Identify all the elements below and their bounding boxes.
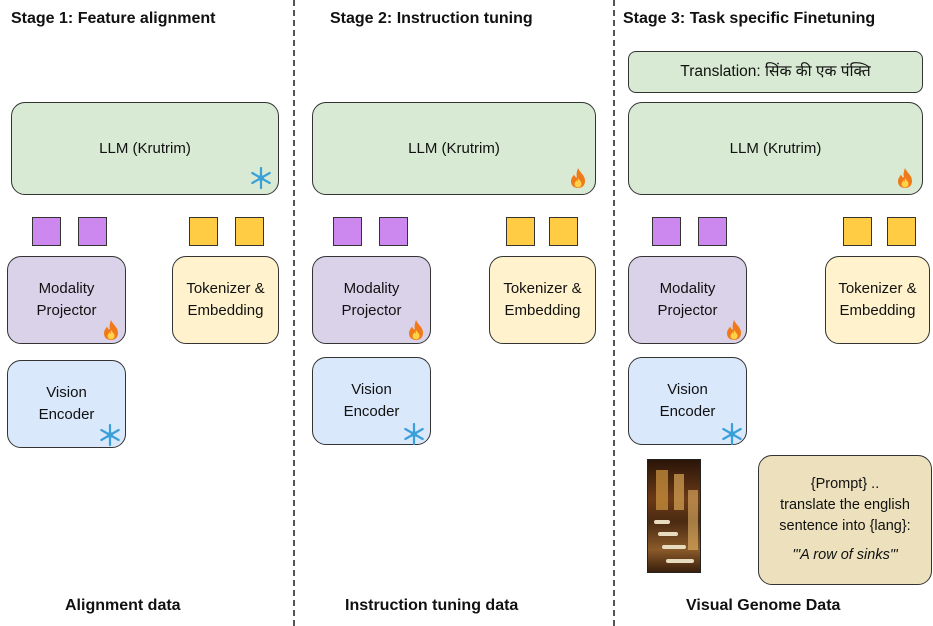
stage-2-tokenizer-box: Tokenizer & Embedding <box>489 256 596 344</box>
tokenizer-label: Tokenizer & Embedding <box>186 280 265 319</box>
translation-output: Translation: सिंक की एक पंक्ति <box>680 62 871 80</box>
stage-3-projector-box: Modality Projector <box>628 256 747 344</box>
snowflake-icon <box>722 422 742 446</box>
llm-label: LLM (Krutrim) <box>99 139 191 157</box>
text-token <box>549 217 578 246</box>
prompt-line: sentence into {lang}: <box>779 518 911 534</box>
stage-3-llm-box: LLM (Krutrim) <box>628 102 923 195</box>
text-token <box>506 217 535 246</box>
text-token <box>843 217 872 246</box>
snowflake-icon <box>100 423 120 447</box>
stage-1-tokenizer-box: Tokenizer & Embedding <box>172 256 279 344</box>
stage-3-vision-encoder-box: Vision Encoder <box>628 357 747 445</box>
prompt-caption: '"A row of sinks"' <box>792 547 898 564</box>
stage-3-tokenizer-box: Tokenizer & Embedding <box>825 256 930 344</box>
stage-3-title: Stage 3: Task specific Finetuning <box>623 10 876 27</box>
projector-label: Modality Projector <box>36 280 97 319</box>
projector-label: Modality Projector <box>657 280 718 319</box>
visual-token <box>32 217 61 246</box>
stage-3-prompt-box: {Prompt} .. translate the english senten… <box>758 455 932 585</box>
tokenizer-label: Tokenizer & Embedding <box>838 280 917 319</box>
prompt-line: translate the english <box>780 496 910 513</box>
projector-label: Modality Projector <box>341 280 402 319</box>
fire-icon <box>571 168 585 188</box>
visual-token <box>379 217 408 246</box>
stage-3-footer: Visual Genome Data <box>686 597 841 614</box>
stage-1-footer: Alignment data <box>65 597 181 614</box>
text-token <box>235 217 264 246</box>
vision-label: Vision Encoder <box>659 381 716 420</box>
fire-icon <box>409 320 423 340</box>
fire-icon <box>727 320 741 340</box>
text-token <box>887 217 916 246</box>
llm-label: LLM (Krutrim) <box>729 139 822 157</box>
fire-icon <box>898 168 912 188</box>
snowflake-icon <box>251 166 271 190</box>
fire-icon <box>104 320 118 340</box>
prompt-line: {Prompt} .. <box>810 475 880 492</box>
stage-divider-2 <box>613 0 615 626</box>
tokenizer-label: Tokenizer & Embedding <box>503 280 582 319</box>
snowflake-icon <box>404 422 424 446</box>
visual-token <box>78 217 107 246</box>
visual-token <box>652 217 681 246</box>
visual-token <box>698 217 727 246</box>
sinks-photo <box>647 459 701 573</box>
stage-3-translation-box: Translation: सिंक की एक पंक्ति <box>628 51 923 93</box>
stage-2-vision-encoder-box: Vision Encoder <box>312 357 431 445</box>
vision-label: Vision Encoder <box>343 381 400 420</box>
visual-token <box>333 217 362 246</box>
text-token <box>189 217 218 246</box>
stage-2-title: Stage 2: Instruction tuning <box>330 10 533 27</box>
stage-1-title: Stage 1: Feature alignment <box>11 10 216 27</box>
vision-label: Vision Encoder <box>38 384 95 423</box>
stage-2-footer: Instruction tuning data <box>345 597 519 614</box>
stage-2-llm-box: LLM (Krutrim) <box>312 102 596 195</box>
llm-label: LLM (Krutrim) <box>408 139 500 157</box>
stage-1-llm-box: LLM (Krutrim) <box>11 102 279 195</box>
stage-divider-1 <box>293 0 295 626</box>
